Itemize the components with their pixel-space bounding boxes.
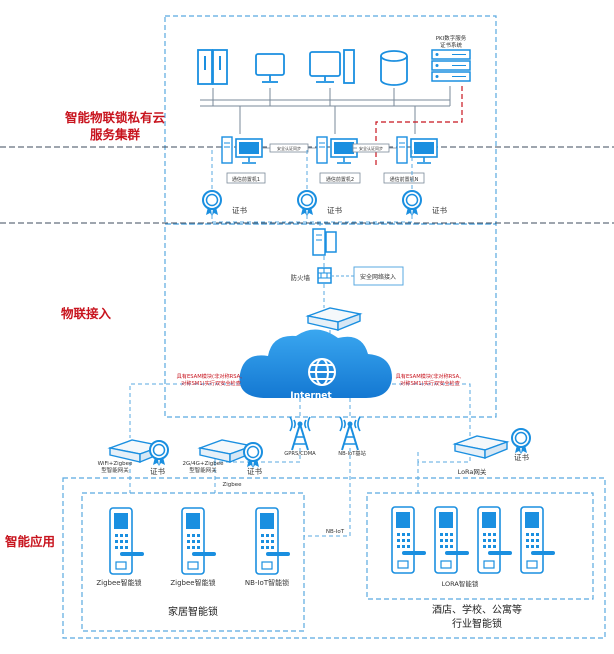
frontend-server-1-icon [221,136,263,164]
nbiot-link-label: NB-IoT [326,529,345,535]
frontend-server-2-icon [316,136,358,164]
cert-badge-icon [149,440,169,467]
home-lock-label-3: NB-IoT智能锁 [245,578,289,587]
frontend-server-n-label: 通信前置机N [390,176,419,183]
cloud-cluster-frame [164,15,497,225]
smart-lock-icon [255,507,291,575]
cert-badge-icon [511,428,531,455]
zigbee-link-label: Zigbee [222,482,242,488]
secure-access-box [353,266,404,286]
sync-label-2: 安全认证同步 [359,145,383,151]
cert-label: 证书 [247,466,262,476]
firewall-icon [317,267,332,284]
esam-right-line1: 具有ESAM模块(非对称RSA、 [396,372,465,380]
cert-badge-icon [202,190,222,217]
cert-label: 证书 [327,205,342,215]
cloud-section-title-line1: 智能物联锁私有云 [64,110,166,125]
frontend-label-box-2 [319,172,361,184]
workstation-icon [309,49,355,84]
wifi-gateway-label-line2: 型智能网关 [101,466,129,474]
esam-left-line2: 对称SM1)实行双安全检查 [181,379,241,387]
frontend-server-n-icon [396,136,438,164]
frontend-label-box-1 [226,172,266,184]
secure-access-label: 安全网络接入 [360,273,396,281]
frontend-server-2-label: 通信前置机2 [326,176,354,183]
sync-label-1: 安全认证同步 [277,145,301,151]
cert-label: 证书 [232,205,247,215]
monitor-icon [255,53,285,83]
4g-gateway-label-line1: 2G/4G+Zigbee [182,461,224,467]
industry-title-line1: 酒店、学校、公寓等 [432,603,522,616]
smart-lock-icon [434,506,470,574]
wifi-gateway-label-line1: WiFi+Zigbee [98,461,133,467]
application-frame [62,477,606,639]
gprs-label: GPRS/CDMA [284,451,316,457]
cloud-section-title-line2: 服务集群 [90,127,141,142]
smart-lock-icon [520,506,556,574]
smart-lock-icon [477,506,513,574]
database-icon [380,50,408,86]
smart-lock-icon [391,506,427,574]
cert-badge-icon [297,190,317,217]
smart-lock-icon [181,507,217,575]
esam-right-line2: 对称SM1)实行双安全检查 [400,379,460,387]
home-lock-label-1: Zigbee智能锁 [96,578,141,587]
smart-lock-icon [109,507,145,575]
nbiot-tower-icon [339,416,361,451]
lora-lock-label: LORA智能锁 [442,579,479,588]
frontend-label-box-n [383,172,425,184]
pki-server-rack-icon [431,49,471,82]
storage-server-icon [197,49,228,85]
cert-badge-icon [243,442,263,469]
pki-label-line2: 证书系统 [440,41,463,49]
cert-label: 证书 [150,466,165,476]
router-icon [307,307,361,331]
firewall-label: 防火墙 [291,273,311,282]
frontend-server-1-label: 通信前置机1 [232,176,260,183]
server-bus-lines [200,86,451,134]
lora-gateway-label: LoRa网关 [458,467,487,476]
4g-gateway-label-line2: 型智能网关 [189,466,217,474]
access-section-title: 物联接入 [61,306,112,321]
access-server-icon [312,228,337,256]
nbiot-tower-label: NB-IoT基站 [338,449,366,457]
home-locks-title: 家居智能锁 [168,605,218,618]
pki-label-line1: PKI数字服务 [436,34,467,42]
esam-left-line1: 具有ESAM模块(非对称RSA、 [177,372,246,380]
cert-label: 证书 [514,452,529,462]
internet-label: Internet [290,391,332,401]
lora-gateway-icon [454,435,508,459]
globe-icon [308,358,336,386]
internet-cloud-icon [239,329,392,398]
home-lock-label-2: Zigbee智能锁 [170,578,215,587]
gprs-tower-icon [289,416,311,451]
app-section-title: 智能应用 [4,534,55,549]
industry-frame [366,492,594,600]
access-frame [164,223,497,418]
industry-title-line2: 行业智能锁 [452,617,502,630]
cert-label: 证书 [432,205,447,215]
cert-badge-icon [402,190,422,217]
cloud-connection-lines [129,383,471,537]
home-frame [81,492,305,632]
